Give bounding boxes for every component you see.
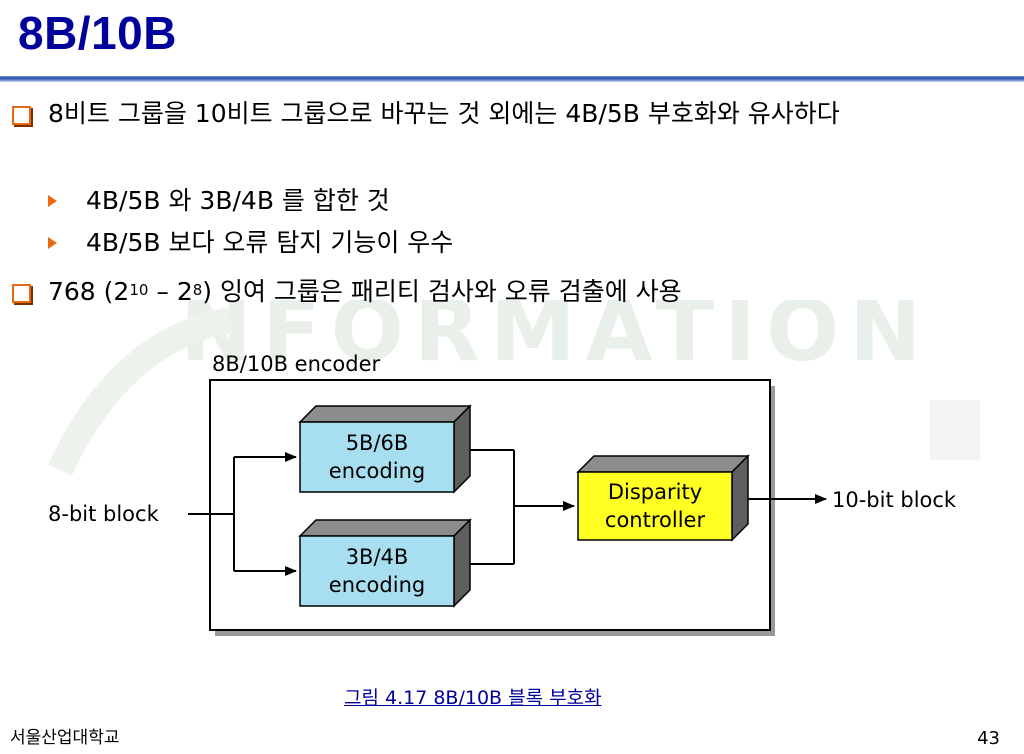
bullet-text-part: ) 잉여 그룹은 패리티 검사와 오류 검출에 사용: [202, 277, 682, 306]
box-label-line1: 5B/6B: [346, 431, 409, 455]
encoder-diagram: 8B/10B encoder 5B/6B encoding 3B/4B enco…: [48, 352, 957, 636]
sub-bullet-text: 4B/5B 와 3B/4B 를 합한 것: [86, 186, 390, 215]
box-label-line2: controller: [605, 508, 706, 532]
encoder-label: 8B/10B encoder: [212, 352, 381, 376]
figure-caption: 그림 4.17 8B/10B 블록 부호화: [344, 687, 602, 709]
box-label-line2: encoding: [329, 573, 425, 597]
slide-title: 8B/10B: [18, 7, 177, 59]
box-5b6b-encoding: 5B/6B encoding: [298, 404, 472, 494]
title-underline: [0, 76, 1024, 82]
box-label-line2: encoding: [329, 459, 425, 483]
box-3b4b-encoding: 3B/4B encoding: [298, 518, 472, 608]
output-label: 10-bit block: [832, 488, 957, 512]
bullet-text-part: – 2: [148, 277, 193, 306]
square-bullet-icon: [12, 106, 31, 125]
triangle-bullet-icon: [48, 195, 57, 207]
box-label-line1: 3B/4B: [346, 545, 409, 569]
square-bullet-icon: [12, 284, 31, 303]
box-disparity-controller: Disparity controller: [576, 454, 750, 542]
bullet-text: 768 (210 – 28) 잉여 그룹은 패리티 검사와 오류 검출에 사용: [48, 274, 1018, 310]
superscript: 8: [192, 281, 203, 299]
input-label: 8-bit block: [48, 502, 160, 526]
page-number: 43: [977, 728, 1000, 749]
sub-bullet-text: 4B/5B 보다 오류 탐지 기능이 우수: [86, 228, 454, 257]
triangle-bullet-icon: [48, 237, 57, 249]
superscript: 10: [129, 281, 149, 299]
box-label-line1: Disparity: [608, 480, 702, 504]
bullet-text: 8비트 그룹을 10비트 그룹으로 바꾸는 것 외에는 4B/5B 부호화와 유…: [48, 99, 840, 128]
bullet-text-part: 768 (2: [48, 277, 130, 306]
footer-institution: 서울산업대학교: [10, 728, 120, 748]
